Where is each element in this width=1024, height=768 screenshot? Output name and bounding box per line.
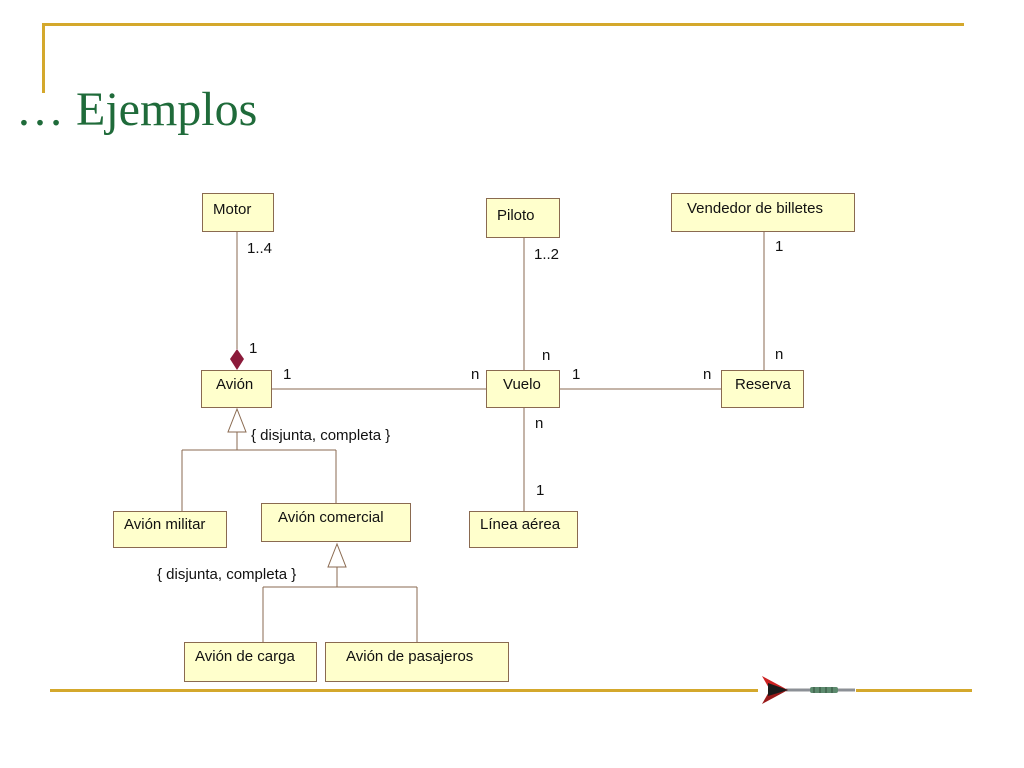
multiplicity-vendedor: 1: [775, 238, 784, 255]
comercial-generalization-triangle: [327, 542, 347, 568]
multiplicity-vuelo-linea: n: [535, 415, 544, 432]
multiplicity-linea: 1: [536, 482, 545, 499]
class-piloto: Piloto: [486, 198, 560, 238]
avion-generalization-triangle: [227, 407, 247, 433]
class-avion-de-carga: Avión de carga: [184, 642, 317, 682]
multiplicity-vuelo-piloto: n: [542, 347, 551, 364]
bottom-decoration-line-left: [50, 689, 758, 692]
class-avion-comercial: Avión comercial: [261, 503, 411, 542]
multiplicity-avion-vuelo: 1: [283, 366, 292, 383]
class-linea-aerea: Línea aérea: [469, 511, 578, 548]
class-avion-militar: Avión militar: [113, 511, 227, 548]
class-vuelo: Vuelo: [486, 370, 560, 408]
multiplicity-reserva-vendedor: n: [775, 346, 784, 363]
class-avion-de-pasajeros: Avión de pasajeros: [325, 642, 509, 682]
constraint-comercial-generalization: { disjunta, completa }: [157, 566, 297, 583]
left-decoration-line: [42, 23, 45, 93]
slide-title: … Ejemplos: [16, 83, 258, 136]
multiplicity-motor: 1..4: [247, 240, 273, 257]
dart-icon: [762, 676, 855, 704]
class-avion: Avión: [201, 370, 272, 408]
constraint-avion-generalization: { disjunta, completa }: [251, 427, 391, 444]
class-motor: Motor: [202, 193, 274, 232]
class-vendedor-de-billetes: Vendedor de billetes: [671, 193, 855, 232]
multiplicity-reserva-vuelo: n: [703, 366, 712, 383]
top-decoration-line: [42, 23, 964, 26]
multiplicity-piloto: 1..2: [534, 246, 560, 263]
multiplicity-vuelo-reserva: 1: [572, 366, 581, 383]
composition-diamond: [230, 349, 244, 370]
multiplicity-avion-motor: 1: [249, 340, 258, 357]
bottom-decoration-line-right: [856, 689, 972, 692]
class-reserva: Reserva: [721, 370, 804, 408]
multiplicity-vuelo-avion: n: [471, 366, 480, 383]
